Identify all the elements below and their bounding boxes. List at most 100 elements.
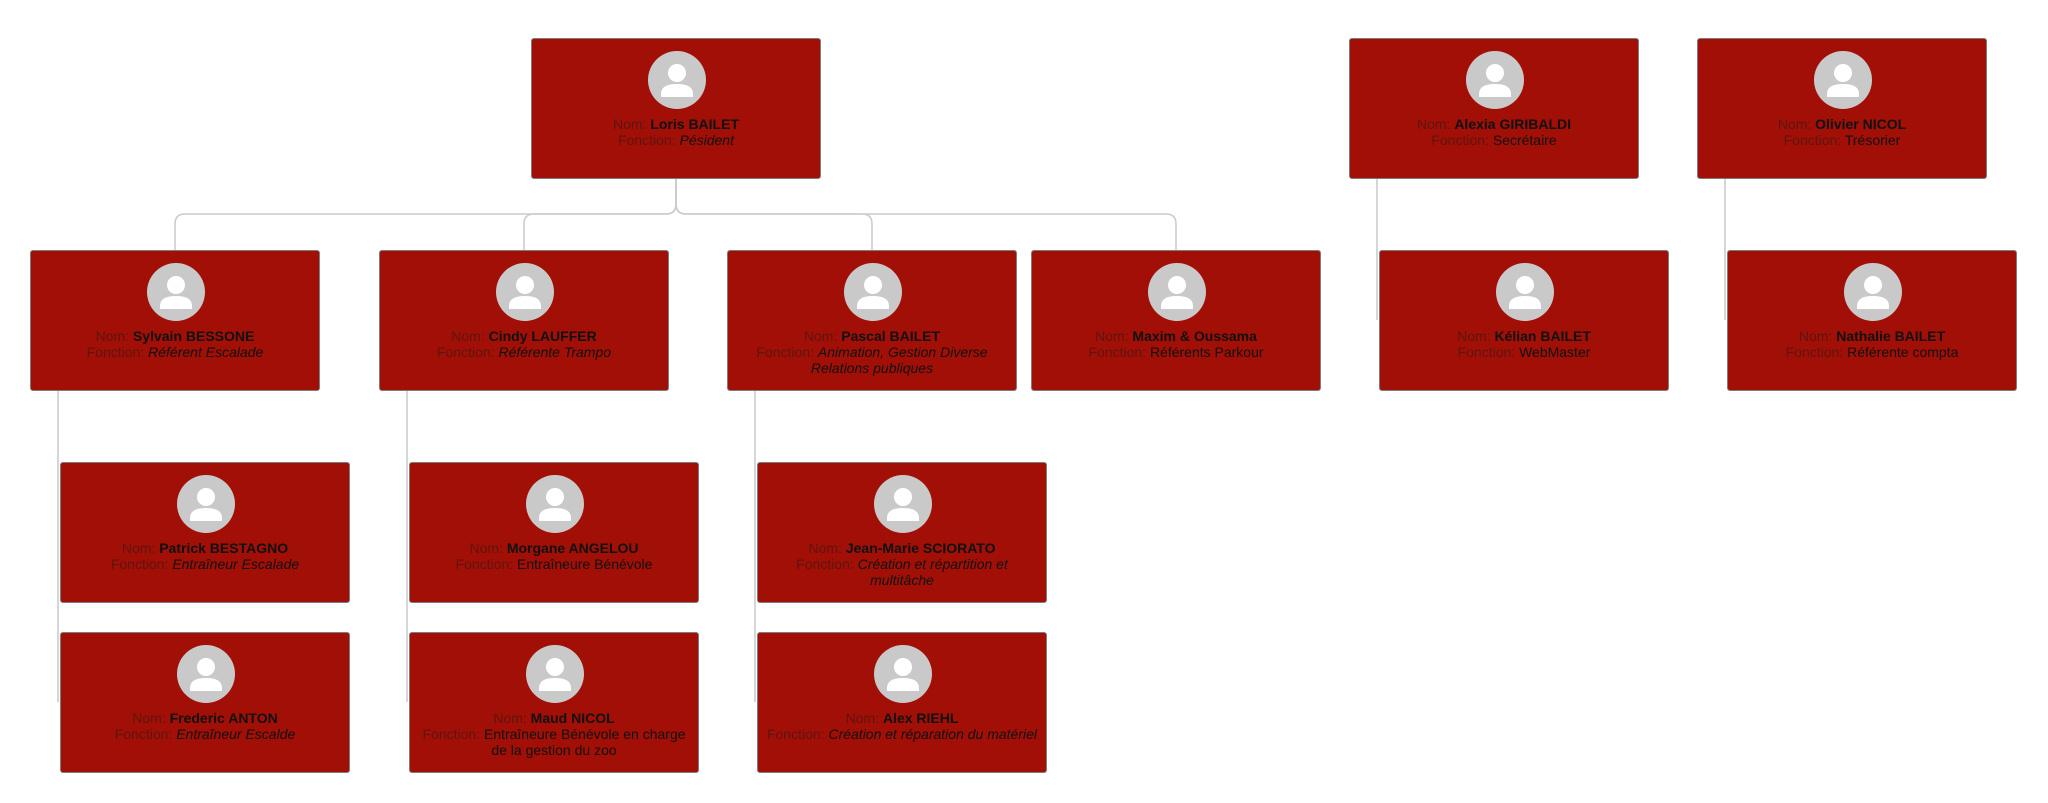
avatar bbox=[648, 51, 706, 109]
user-avatar-icon bbox=[1479, 64, 1511, 97]
avatar bbox=[1466, 51, 1524, 109]
connector-loris-pascal bbox=[675, 179, 873, 250]
name-line: Nom: Patrick BESTAGNO bbox=[69, 540, 341, 556]
avatar bbox=[1496, 263, 1554, 321]
person-name: Pascal BAILET bbox=[841, 328, 941, 344]
person-role: Secrétaire bbox=[1492, 132, 1557, 148]
role-label: Fonction: bbox=[756, 344, 815, 360]
role-label: Fonction: bbox=[1088, 344, 1147, 360]
user-avatar-icon bbox=[190, 488, 222, 521]
name-label: Nom: bbox=[808, 540, 842, 556]
name-label: Nom: bbox=[1416, 116, 1451, 132]
person-role: Référente Trampo bbox=[498, 344, 612, 360]
connector-loris-cindy bbox=[523, 179, 677, 250]
avatar bbox=[147, 263, 205, 321]
name-label: Nom: bbox=[612, 116, 647, 132]
role-line: Fonction: Référent Escalade bbox=[39, 344, 311, 360]
role-line: Fonction: Référente compta bbox=[1736, 344, 2008, 360]
person-role: Entraîneur Escalade bbox=[172, 556, 300, 572]
role-label: Fonction: bbox=[796, 556, 854, 572]
person-role: WebMaster bbox=[1519, 344, 1591, 360]
name-label: Nom: bbox=[1095, 328, 1129, 344]
person-name: Cindy LAUFFER bbox=[488, 328, 597, 344]
person-role: Entraîneure Bénévole bbox=[517, 556, 653, 572]
user-avatar-icon bbox=[887, 488, 919, 521]
name-line: Nom: Pascal BAILET bbox=[736, 328, 1008, 344]
person-role: Création et répartition et multitâche bbox=[857, 556, 1008, 588]
person-name: Nathalie BAILET bbox=[1836, 328, 1946, 344]
user-avatar-icon bbox=[1857, 276, 1889, 309]
role-line: Fonction: Entraîneur Escalde bbox=[69, 726, 341, 742]
role-line: Fonction: Création et réparation du maté… bbox=[766, 726, 1038, 742]
avatar bbox=[177, 475, 235, 533]
role-label: Fonction: bbox=[1783, 132, 1842, 148]
person-role: Entraîneure Bénévole en charge de la ges… bbox=[483, 726, 686, 758]
role-line: Fonction: Référents Parkour bbox=[1040, 344, 1312, 360]
user-avatar-icon bbox=[661, 64, 693, 97]
role-label: Fonction: bbox=[86, 344, 145, 360]
role-label: Fonction: bbox=[110, 556, 169, 572]
name-line: Nom: Alexia GIRIBALDI bbox=[1358, 116, 1630, 132]
person-name: Maud NICOL bbox=[530, 710, 615, 726]
name-line: Nom: Nathalie BAILET bbox=[1736, 328, 2008, 344]
name-label: Nom: bbox=[1777, 116, 1812, 132]
avatar bbox=[1844, 263, 1902, 321]
person-name: Frederic ANTON bbox=[169, 710, 278, 726]
person-role: Référente compta bbox=[1847, 344, 1959, 360]
user-avatar-icon bbox=[539, 658, 571, 691]
role-label: Fonction: bbox=[455, 556, 514, 572]
role-label: Fonction: bbox=[114, 726, 173, 742]
name-line: Nom: Loris BAILET bbox=[540, 116, 812, 132]
person-name: Sylvain BESSONE bbox=[132, 328, 255, 344]
role-line: Fonction: WebMaster bbox=[1388, 344, 1660, 360]
role-line: Fonction: Entraîneure Bénévole bbox=[418, 556, 690, 572]
role-label: Fonction: bbox=[766, 726, 825, 742]
person-name: Alex RIEHL bbox=[882, 710, 959, 726]
user-avatar-icon bbox=[160, 276, 192, 309]
role-line: Fonction: Pésident bbox=[540, 132, 812, 148]
name-line: Nom: Maxim & Oussama bbox=[1040, 328, 1312, 344]
person-name: Kélian BAILET bbox=[1494, 328, 1591, 344]
name-label: Nom: bbox=[451, 328, 485, 344]
avatar bbox=[1148, 263, 1206, 321]
user-avatar-icon bbox=[887, 658, 919, 691]
user-avatar-icon bbox=[1161, 276, 1193, 309]
name-label: Nom: bbox=[95, 328, 130, 344]
person-role: Trésorier bbox=[1844, 132, 1901, 148]
role-line: Fonction: Secrétaire bbox=[1358, 132, 1630, 148]
person-name: Olivier NICOL bbox=[1815, 116, 1907, 132]
user-avatar-icon bbox=[509, 276, 541, 309]
person-name: Jean-Marie SCIORATO bbox=[845, 540, 996, 556]
person-name: Alexia GIRIBALDI bbox=[1454, 116, 1572, 132]
name-line: Nom: Morgane ANGELOU bbox=[418, 540, 690, 556]
name-line: Nom: Olivier NICOL bbox=[1706, 116, 1978, 132]
avatar bbox=[1814, 51, 1872, 109]
name-label: Nom: bbox=[121, 540, 156, 556]
role-label: Fonction: bbox=[422, 726, 481, 742]
person-role: Référents Parkour bbox=[1149, 344, 1264, 360]
name-label: Nom: bbox=[803, 328, 838, 344]
person-role: Entraîneur Escalde bbox=[176, 726, 296, 742]
person-name: Maxim & Oussama bbox=[1132, 328, 1257, 344]
user-avatar-icon bbox=[857, 276, 889, 309]
name-label: Nom: bbox=[132, 710, 166, 726]
role-label: Fonction: bbox=[1457, 344, 1516, 360]
person-name: Patrick BESTAGNO bbox=[159, 540, 289, 556]
role-label: Fonction: bbox=[436, 344, 495, 360]
